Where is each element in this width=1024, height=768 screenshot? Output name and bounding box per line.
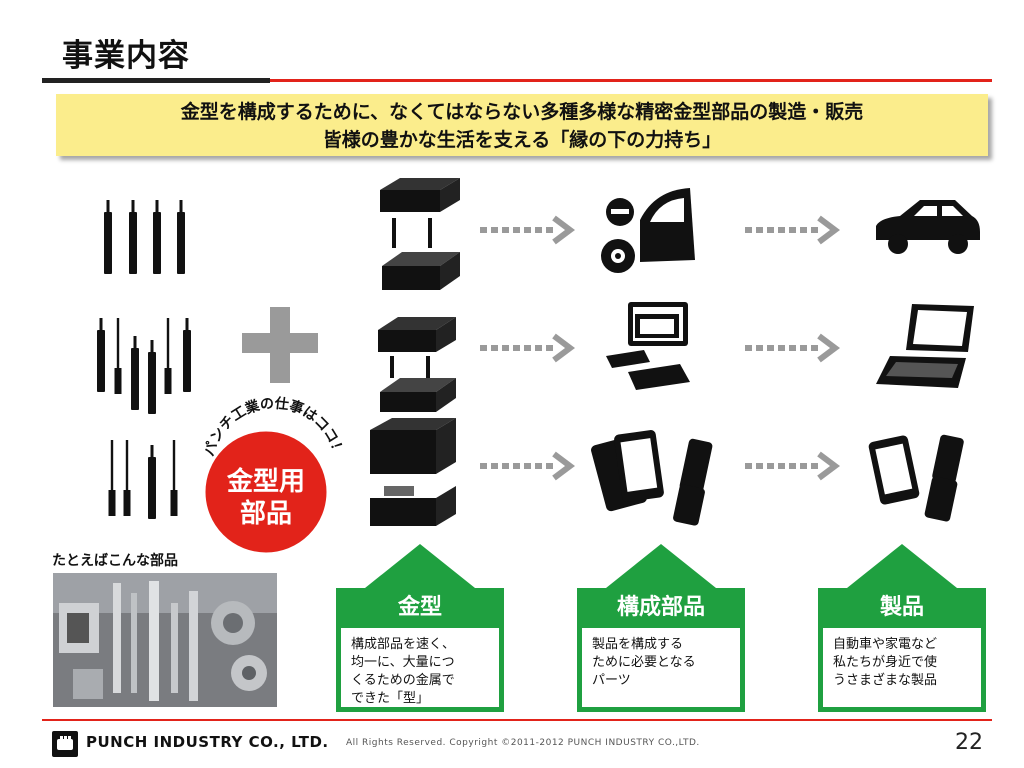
car-icon [876, 200, 980, 254]
callout-text-line: 製品を構成する [592, 637, 684, 652]
summary-banner: 金型を構成するために、なくてはならない多種多様な精密金型部品の製造・販売 皆様の… [56, 94, 988, 156]
page-number: 22 [955, 730, 983, 755]
callout-text-line: 自動車や家電など [833, 637, 938, 652]
arrow-right-icon [480, 454, 570, 478]
title-rule-red [270, 79, 992, 82]
callout-title: 製品 [818, 588, 986, 628]
pin-icon [97, 318, 191, 414]
phone-icon [868, 434, 964, 522]
callout-text-line: くるための金属で [351, 673, 455, 688]
laptop-icon [876, 304, 974, 388]
copyright: All Rights Reserved. Copyright ©2011-201… [346, 738, 700, 748]
arrow-right-icon [480, 218, 570, 242]
badge-line-2: 部品 [240, 499, 292, 529]
company-logo-icon [52, 731, 78, 757]
callout-text-line: パーツ [592, 673, 631, 688]
mold-icon [378, 317, 456, 412]
callout-title: 金型 [336, 588, 504, 628]
arrow-right-icon [480, 336, 570, 360]
mold-icon [380, 178, 460, 290]
arrow-right-icon [745, 336, 835, 360]
callout-text-line: ために必要となる [592, 655, 696, 670]
pin-icon [104, 200, 185, 274]
callout-text-line: できた「型」 [351, 691, 430, 706]
page-title: 事業内容 [62, 38, 190, 74]
mold-icon [370, 418, 456, 526]
callout-products: 製品 自動車や家電など 私たちが身近で使 うさまざまな製品 [818, 544, 986, 716]
arrow-right-icon [745, 454, 835, 478]
callout-text-line: うさまざまな製品 [833, 673, 938, 688]
sample-parts-label: たとえばこんな部品 [52, 553, 178, 569]
arrow-right-icon [745, 218, 835, 242]
callout-title: 構成部品 [577, 588, 745, 628]
company-name: PUNCH INDUSTRY CO., LTD. [86, 733, 329, 751]
callout-text-line: 構成部品を速く、 [351, 637, 456, 652]
callout-text-line: 均一に、大量につ [351, 655, 455, 670]
banner-line-1: 金型を構成するために、なくてはならない多種多様な精密金型部品の製造・販売 [180, 101, 864, 123]
callout-text-line: 私たちが身近で使 [833, 655, 938, 670]
laptop-parts-icon [606, 302, 690, 390]
title-rule-black [42, 78, 270, 83]
badge-kanagata-parts: パンチ工業の仕事はココ！ 金型用 部品 [202, 395, 346, 556]
callout-components: 構成部品 製品を構成する ために必要となる パーツ [577, 544, 745, 716]
badge-line-1: 金型用 [226, 466, 305, 497]
sample-parts-photo [53, 573, 277, 707]
car-parts-icon [601, 188, 695, 273]
footer-rule [42, 719, 992, 721]
callout-mold: 金型 構成部品を速く、 均一に、大量につ くるための金属で できた「型」 [336, 544, 504, 716]
phone-parts-icon [591, 430, 713, 526]
banner-line-2: 皆様の豊かな生活を支える「縁の下の力持ち」 [322, 129, 722, 151]
plus-icon [242, 307, 318, 383]
pin-icon [108, 440, 178, 519]
